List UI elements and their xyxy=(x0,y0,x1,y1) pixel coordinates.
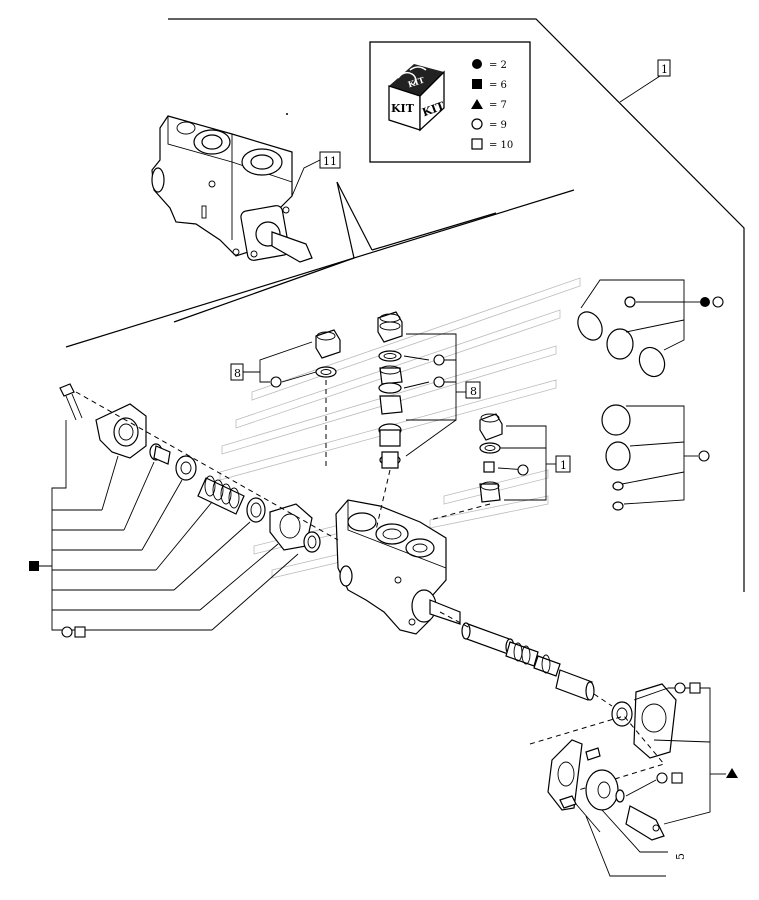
stray-dot xyxy=(286,113,288,115)
left-bracket xyxy=(34,420,299,631)
middle-right-open-circle xyxy=(698,450,710,462)
kit-label-top: KIT xyxy=(407,75,426,90)
callout-11-label: 11 xyxy=(323,155,337,168)
callout-1-right-label: 1 xyxy=(560,459,567,472)
filled-circle-symbol xyxy=(472,59,482,69)
callout-1-top: 1 xyxy=(619,59,671,103)
callout-8-left-label: 8 xyxy=(234,367,241,380)
plug-group-8-left: 8 xyxy=(230,329,341,470)
cap-open-circle-a xyxy=(674,682,686,694)
cap-open-square-a xyxy=(689,682,701,694)
relief-open-circle-2 xyxy=(433,376,445,388)
left-open-square-symbol xyxy=(74,626,86,638)
legend-row-10: = 10 xyxy=(489,140,513,151)
kit-legend: KIT KIT KIT = 2 = 6 = 7 = 9 = 10 xyxy=(369,41,531,163)
legend-row-6: = 6 xyxy=(489,80,507,91)
left-kit-square-symbol xyxy=(29,561,39,571)
relief-valve-stack: 8 xyxy=(375,311,481,531)
legend-row-2: = 2 xyxy=(489,60,507,71)
callout-11: 11 xyxy=(291,151,341,197)
callout-1-top-label: 1 xyxy=(661,63,668,76)
open-square-symbol xyxy=(471,138,483,150)
legend-row-9: = 9 xyxy=(489,120,507,131)
assembly-boundary-lines xyxy=(65,18,745,592)
callout-5-label: 5 xyxy=(674,853,687,860)
plug-open-circle-symbol xyxy=(270,376,282,388)
callout-8-center-label: 8 xyxy=(470,385,477,398)
relief-open-circle-1 xyxy=(433,354,445,366)
o-rings-middle-right xyxy=(601,404,710,511)
upper-right-filled-circle xyxy=(700,297,710,307)
right-cap-assembly: 5 xyxy=(529,682,738,877)
cap-open-square-b xyxy=(671,772,683,784)
left-cap-parts xyxy=(59,383,339,553)
legend-row-7: = 7 xyxy=(489,100,507,111)
valve-section-assembled xyxy=(151,115,313,263)
upper-right-open-circle xyxy=(712,296,724,308)
left-open-circle-symbol xyxy=(61,626,73,638)
o-rings-upper-right xyxy=(577,279,724,378)
filled-triangle-symbol xyxy=(471,99,483,109)
filled-square-symbol xyxy=(472,79,482,89)
bottom-right-filled-triangle xyxy=(726,768,738,778)
cap-open-circle-b xyxy=(656,772,668,784)
valve-body-center xyxy=(335,499,461,635)
right-plug-stack: 1 xyxy=(429,413,571,521)
spool-assembly xyxy=(439,611,595,701)
open-circle-symbol xyxy=(471,118,483,130)
right-plug-open-circle xyxy=(517,464,529,476)
kit-label-left: KIT xyxy=(391,102,415,115)
